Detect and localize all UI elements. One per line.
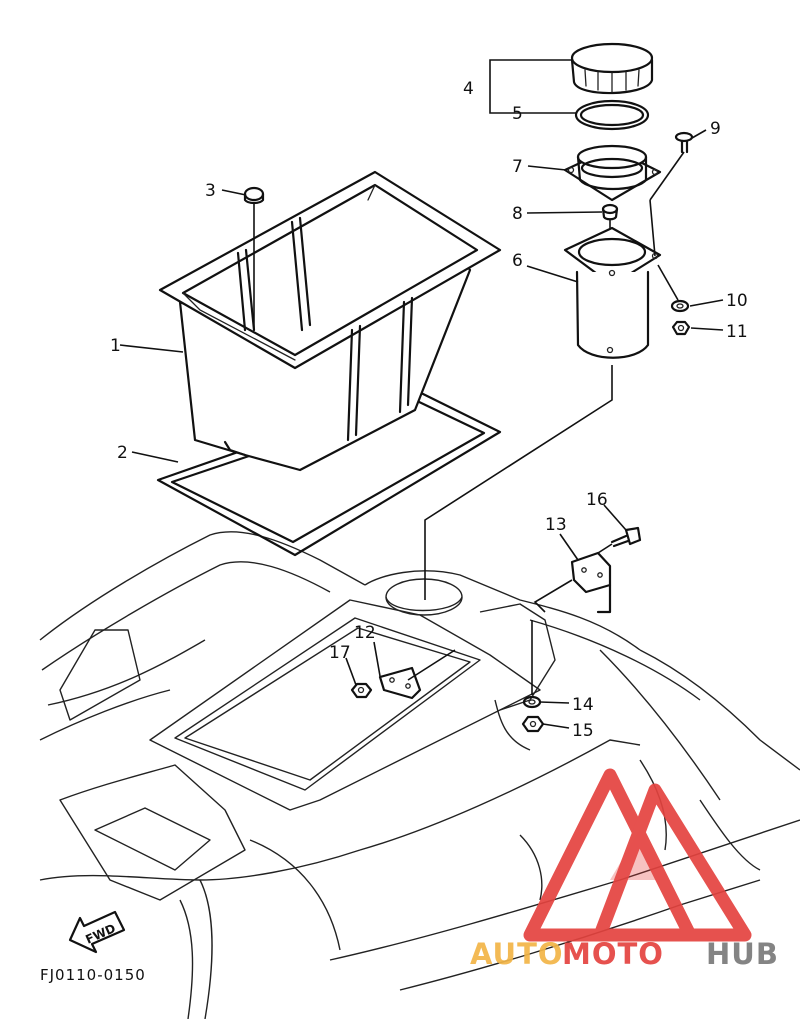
callout-12: 12: [354, 623, 376, 643]
part-10-washer: [670, 299, 690, 313]
callout-14: 14: [572, 695, 594, 715]
part-13-bracket: [533, 551, 612, 614]
callout-5: 5: [512, 104, 523, 124]
callout-4: 4: [463, 79, 474, 99]
callout-leaders: [119, 59, 724, 729]
watermark-word-moto: MOTO: [562, 937, 664, 971]
watermark-word-auto: AUTO: [470, 937, 564, 971]
callout-9: 9: [710, 119, 721, 139]
callout-8: 8: [512, 204, 523, 224]
part-17-nut: [350, 682, 373, 699]
part-16-bolt: [597, 526, 642, 554]
callout-6: 6: [512, 251, 523, 271]
part-4-cap: [570, 42, 654, 95]
part-1-storage-box: [158, 170, 502, 472]
callout-13: 13: [545, 515, 567, 535]
watermark-logo-icon: [523, 768, 752, 942]
callout-16: 16: [586, 490, 608, 510]
callout-2: 2: [117, 443, 128, 463]
part-15-nut: [521, 715, 545, 733]
part-3-plug: [243, 186, 265, 330]
arrow-icon: [68, 910, 126, 954]
callout-17: 17: [329, 643, 351, 663]
callout-10: 10: [726, 291, 748, 311]
part-11-nut: [671, 320, 691, 336]
callout-15: 15: [572, 721, 594, 741]
watermark: AUTO MOTO HUB: [470, 768, 779, 971]
callout-numbers: 1 2 3 4 5 6 7 8 9 10 11 12 13 14 15 16 1…: [110, 79, 748, 741]
hull-deck: [39, 531, 800, 1020]
watermark-word-hub: HUB: [706, 937, 779, 971]
callout-7: 7: [512, 157, 523, 177]
part-9-screw: [649, 131, 694, 201]
part-5-oring: [574, 99, 650, 131]
part-12-plate: [378, 649, 456, 700]
forward-arrow: FWD: [68, 910, 126, 954]
callout-1: 1: [110, 336, 121, 356]
callout-3: 3: [205, 181, 216, 201]
part-6-container: [424, 199, 679, 600]
part-7-filler-neck: [563, 144, 662, 202]
part-14-washer: [522, 620, 542, 709]
callout-11: 11: [726, 322, 748, 342]
figure-code: FJ0110-0150: [40, 966, 146, 984]
